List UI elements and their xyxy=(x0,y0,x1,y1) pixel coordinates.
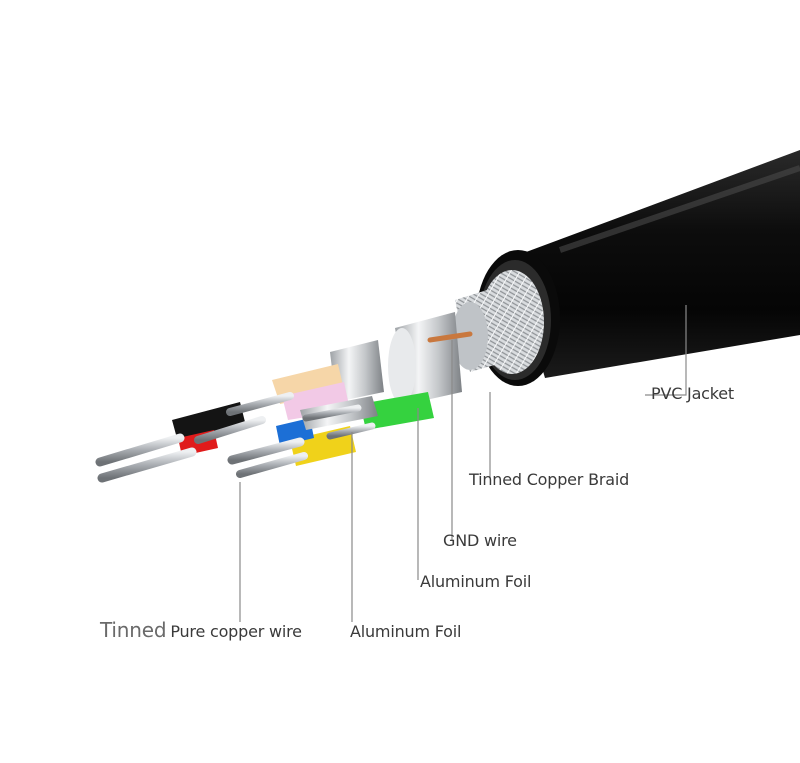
copper-braid xyxy=(452,270,544,374)
label-aluminum-foil-inner: Aluminum Foil xyxy=(350,622,462,641)
label-tinned-prefix: Tinned xyxy=(100,618,167,642)
outer-aluminum-foil xyxy=(388,312,462,404)
label-pure-copper-text: Pure copper wire xyxy=(170,622,302,641)
label-aluminum-foil-outer: Aluminum Foil xyxy=(420,572,532,591)
label-tinned-copper-braid: Tinned Copper Braid xyxy=(469,470,630,489)
leader-pvc-jacket xyxy=(645,305,687,396)
label-pvc-jacket: PVC Jacket xyxy=(651,384,734,403)
gnd-wire xyxy=(427,331,473,343)
copper-strands xyxy=(95,392,376,483)
label-gnd-wire: GND wire xyxy=(443,531,517,550)
leader-lines xyxy=(239,305,687,622)
